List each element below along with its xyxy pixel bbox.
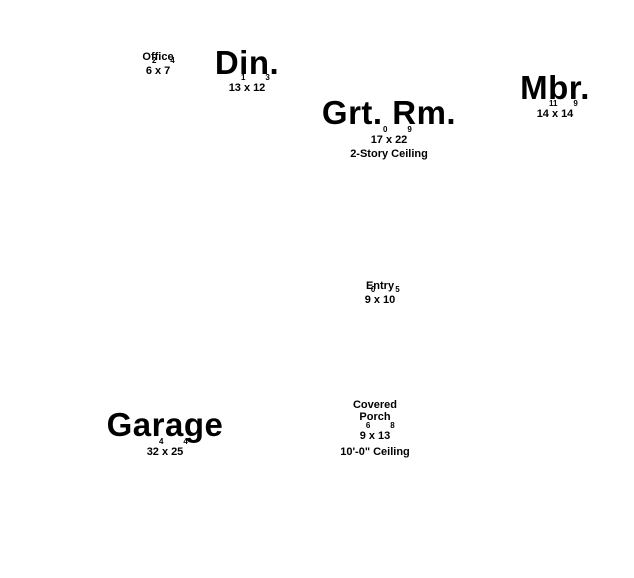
room-name: Mbr.: [520, 69, 590, 106]
dimension-width-inches: 0: [382, 125, 388, 134]
dimension-separator: x: [368, 430, 375, 442]
dimension-separator: x: [385, 134, 393, 146]
dimension-width-inches: 2: [151, 56, 157, 65]
dimension-width-inches: 11: [548, 99, 558, 108]
dimension-depth: 14: [561, 108, 574, 120]
room-name: Entry: [365, 280, 395, 292]
room-name: Garage: [106, 406, 224, 443]
room-ceiling-note: 10'-0" Ceiling: [340, 446, 410, 458]
dimension-width-inches: 4: [158, 437, 164, 446]
dimension-width-inches: 6: [365, 421, 371, 430]
dimension-width: 6: [145, 65, 152, 77]
dimension-separator: x: [243, 82, 251, 94]
dimension-depth: 10: [383, 294, 396, 306]
dimension-depth: 12: [253, 82, 266, 94]
dimension-width-inches: 0: [370, 285, 376, 294]
dimension-width: 13: [228, 82, 241, 94]
dimension-depth-inches: 3: [265, 73, 270, 82]
dimension-depth-inches: 4: [183, 437, 188, 446]
dimension-depth-inches: 9: [573, 99, 578, 108]
room-name-line1: Covered: [352, 399, 398, 411]
dimension-width: 9: [359, 430, 366, 442]
dimension-separator: x: [154, 65, 162, 77]
dimension-depth-inches: 8: [390, 421, 395, 430]
room-name: Grt. Rm.: [321, 94, 457, 131]
dimension-depth-inches: 5: [395, 285, 400, 294]
room-name: Office: [142, 51, 174, 63]
dimension-width-inches: 1: [240, 73, 246, 82]
dimension-separator: x: [161, 446, 169, 458]
dimension-width: 17: [370, 134, 383, 146]
dimension-width: 9: [364, 294, 371, 306]
dimension-separator: x: [551, 108, 559, 120]
room-name-line2: Porch: [359, 411, 391, 423]
dimension-depth-inches: 9: [407, 125, 412, 134]
dimension-width: 14: [536, 108, 549, 120]
dimension-depth-inches: 4: [170, 56, 175, 65]
room-ceiling-note: 2-Story Ceiling: [350, 148, 428, 160]
room-name: Din.: [214, 44, 280, 81]
dimension-depth: 7: [164, 65, 171, 77]
dimension-width: 32: [146, 446, 159, 458]
dimension-separator: x: [373, 294, 380, 306]
dimension-depth: 25: [171, 446, 184, 458]
dimension-depth: 13: [378, 430, 391, 442]
dimension-depth: 22: [395, 134, 408, 146]
